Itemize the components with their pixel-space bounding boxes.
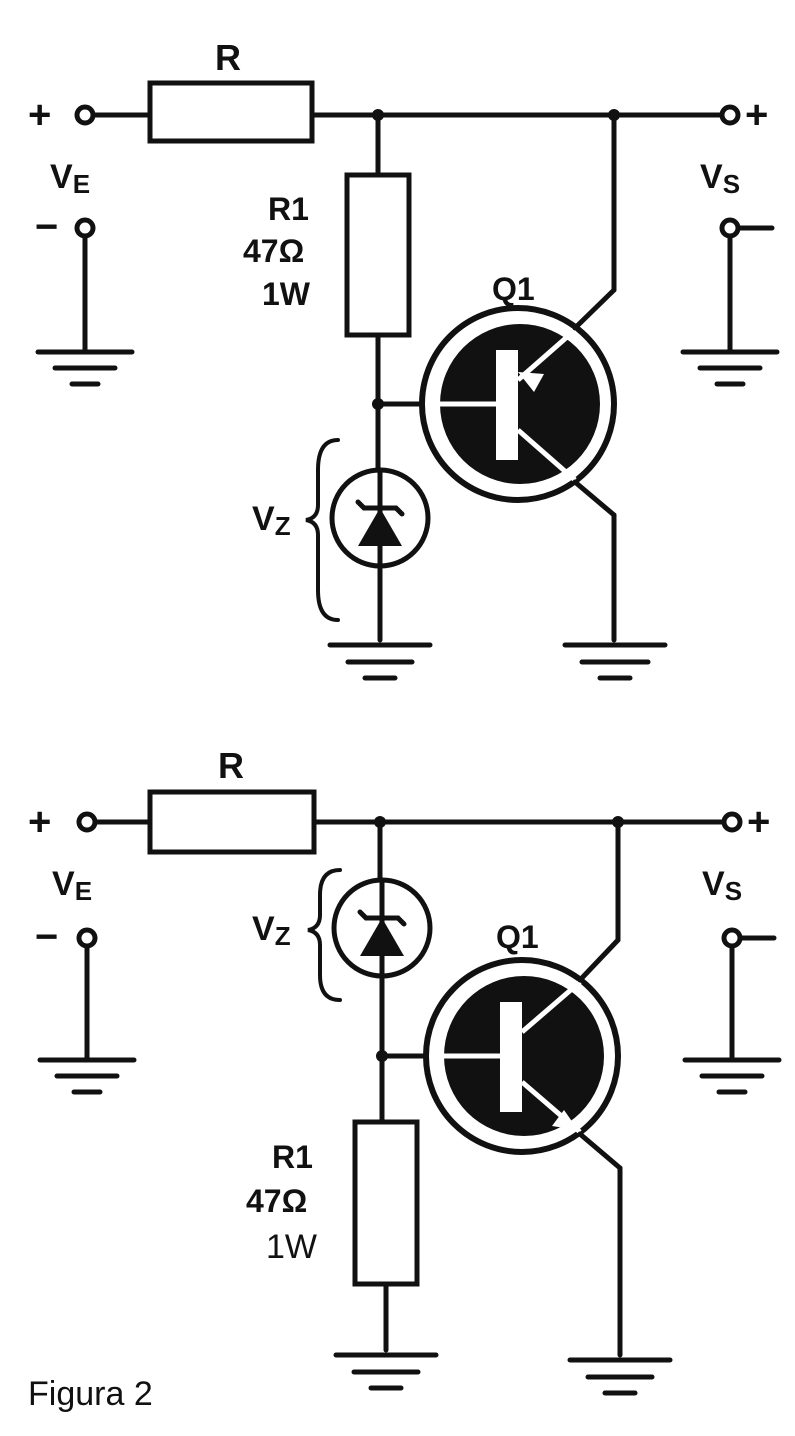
r1-name: R1: [268, 191, 309, 227]
output-plus-sign: +: [745, 93, 768, 137]
wire-emitter: [577, 1131, 623, 1171]
r1-value: 47Ω: [246, 1183, 307, 1219]
input-minus-sign: −: [35, 915, 58, 959]
zener-voltage-label: VZ: [252, 910, 291, 951]
wire-collector: [577, 937, 621, 983]
r1-value: 47Ω: [243, 233, 304, 269]
input-minus-sign: −: [35, 205, 58, 249]
ground-symbol: [680, 349, 780, 387]
resistor-r1: [344, 172, 412, 338]
output-terminal-plus: [721, 811, 743, 833]
ground-symbol: [327, 642, 433, 681]
circuit-bottom: + − VE R + VS VZ: [28, 745, 782, 1396]
r1-power: 1W: [266, 1228, 317, 1266]
resistor-r: [147, 80, 315, 144]
input-plus-sign: +: [28, 93, 51, 137]
transistor-label: Q1: [496, 919, 539, 955]
wire-collector: [572, 287, 617, 331]
input-plus-sign: +: [28, 800, 51, 844]
input-voltage-label: VE: [52, 865, 92, 906]
output-voltage-label: VS: [700, 158, 740, 199]
resistor-r: [147, 789, 317, 855]
ground-symbol: [35, 349, 135, 387]
input-voltage-label: VE: [50, 158, 90, 199]
resistor-r-label: R: [218, 745, 244, 786]
wire-emitter: [572, 479, 617, 518]
zener-diode: [331, 877, 433, 979]
transistor-q1: [423, 957, 621, 1155]
zener-diode: [329, 467, 431, 569]
resistor-r1: [352, 1119, 420, 1287]
ground-symbol: [567, 1357, 673, 1396]
zener-brace: [307, 868, 342, 1002]
r1-power: 1W: [262, 276, 311, 312]
zener-voltage-label: VZ: [252, 500, 291, 541]
figure-caption: Figura 2: [28, 1375, 153, 1413]
zener-brace: [305, 438, 340, 622]
ground-symbol: [333, 1352, 439, 1391]
transistor-q1: [419, 305, 617, 503]
transistor-label: Q1: [492, 271, 535, 307]
output-terminal-plus: [719, 104, 741, 126]
output-voltage-label: VS: [702, 865, 742, 906]
ground-symbol: [37, 1057, 137, 1095]
circuit-top: + − VE R + VS R1 47Ω 1W: [28, 37, 780, 681]
ground-symbol: [562, 642, 668, 681]
resistor-r-label: R: [215, 37, 241, 78]
ground-symbol: [682, 1057, 782, 1095]
r1-name: R1: [272, 1139, 313, 1175]
output-plus-sign: +: [747, 800, 770, 844]
